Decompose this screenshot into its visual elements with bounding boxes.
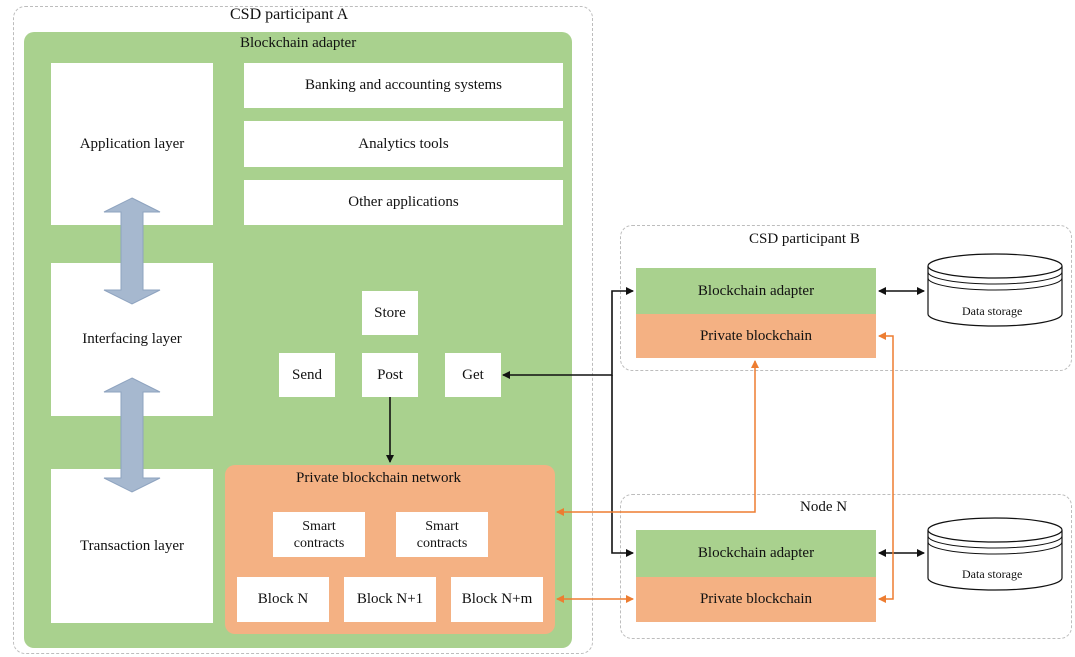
node-n-storage-label: Data storage xyxy=(962,567,1023,581)
transaction-layer: Transaction layer xyxy=(51,469,213,623)
participant-b-title: CSD participant B xyxy=(749,231,860,247)
node-n-blockchain: Private blockchain xyxy=(636,577,876,622)
block-n-plus-1: Block N+1 xyxy=(344,577,436,622)
op-send: Send xyxy=(279,353,335,397)
op-post: Post xyxy=(362,353,418,397)
block-n: Block N xyxy=(237,577,329,622)
app-other: Other applications xyxy=(244,180,563,225)
block-n-plus-m: Block N+m xyxy=(451,577,543,622)
node-n-adapter: Blockchain adapter xyxy=(636,530,876,577)
interfacing-layer: Interfacing layer xyxy=(51,263,213,416)
node-n-title: Node N xyxy=(800,499,848,515)
op-store: Store xyxy=(362,291,418,335)
participant-a-adapter-title: Blockchain adapter xyxy=(240,35,357,51)
app-analytics: Analytics tools xyxy=(244,121,563,167)
smart-contracts-2: Smart contracts xyxy=(396,512,488,557)
network-title: Private blockchain network xyxy=(296,470,461,486)
app-banking: Banking and accounting systems xyxy=(244,63,563,108)
op-get: Get xyxy=(445,353,501,397)
participant-b-storage-label: Data storage xyxy=(962,304,1023,318)
participant-b-adapter: Blockchain adapter xyxy=(636,268,876,314)
application-layer: Application layer xyxy=(51,63,213,225)
smart-contracts-1-label: Smart contracts xyxy=(293,518,345,551)
smart-contracts-1: Smart contracts xyxy=(273,512,365,557)
participant-a-title: CSD participant A xyxy=(230,6,349,23)
participant-b-blockchain: Private blockchain xyxy=(636,314,876,358)
node-n-container xyxy=(620,494,1072,639)
smart-contracts-2-label: Smart contracts xyxy=(416,518,468,551)
